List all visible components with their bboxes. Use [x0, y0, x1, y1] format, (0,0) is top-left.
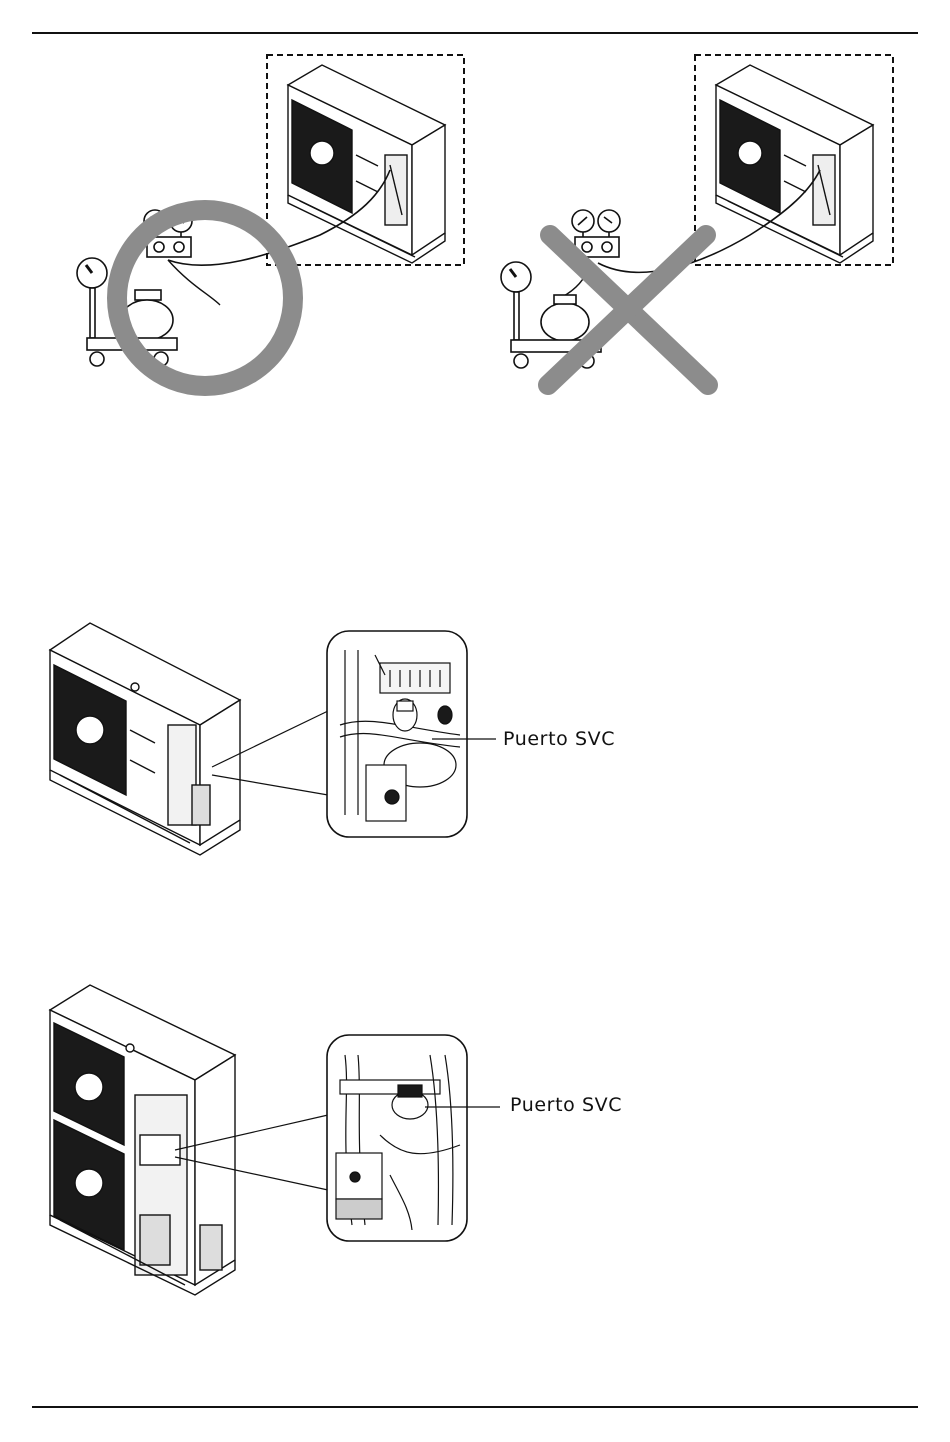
- footer-rule: [32, 1406, 918, 1408]
- svc-port-detail-view: [327, 631, 467, 837]
- svc-port-detail-view: [327, 1035, 467, 1241]
- outdoor-unit-drawing: [288, 65, 445, 263]
- outdoor-unit-drawing: [716, 65, 873, 263]
- large-unit-svc-figure: [40, 985, 490, 1315]
- svc-port-label-small-unit: Puerto SVC: [503, 728, 615, 750]
- correct-connection-figure: [60, 45, 480, 405]
- svc-port-label-large-unit: Puerto SVC: [510, 1094, 622, 1116]
- outdoor-unit-drawing: [50, 623, 240, 855]
- header-rule: [32, 32, 918, 34]
- outdoor-unit-drawing: [50, 985, 235, 1295]
- small-unit-svc-figure: [40, 615, 490, 875]
- incorrect-connection-figure: [490, 45, 910, 405]
